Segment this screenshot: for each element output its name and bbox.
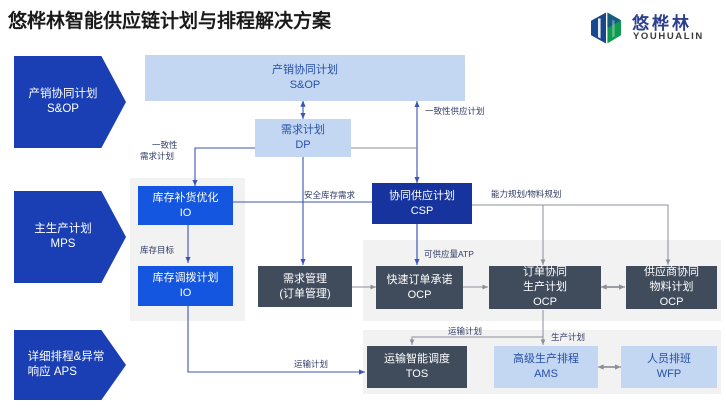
box-ocp2-cn: 订单协同: [523, 266, 567, 278]
box-dm-cn: 需求管理: [282, 272, 327, 285]
box-wfp-en: WFP: [656, 368, 682, 380]
box-ocp-supplier-material[interactable]: 供应商协同 物料计划 OCP: [626, 266, 717, 309]
box-ams-cn: 高级生产排程: [513, 353, 579, 365]
box-ocp3-cn2: 物料计划: [649, 281, 694, 293]
box-dm-en: (订单管理): [279, 287, 331, 300]
box-sop-en: S&OP: [289, 79, 321, 91]
label-transport-plan-left: 运输计划: [294, 359, 329, 369]
label-capacity-material-planning: 能力规划/物料规划: [491, 189, 562, 199]
box-ocp1-cn: 快速订单承诺: [386, 273, 453, 286]
box-ams-en: AMS: [534, 368, 558, 380]
brand-logo: 悠桦林 YOUHUALIN: [588, 8, 720, 48]
band-sop-en: S&OP: [47, 103, 79, 115]
label-consistent-supply-plan: 一致性供应计划: [425, 106, 485, 116]
label-production-plan: 生产计划: [551, 332, 586, 342]
band-mps-cn: 主生产计划: [34, 223, 92, 235]
box-sop[interactable]: 产销协同计划 S&OP: [145, 55, 465, 101]
box-ocp-order-production[interactable]: 订单协同 生产计划 OCP: [489, 266, 601, 309]
band-aps-en: 响应 APS: [27, 366, 77, 378]
box-wfp[interactable]: 人员排班 WFP: [621, 346, 717, 388]
box-wfp-cn: 人员排班: [647, 353, 691, 365]
box-ocp2-cn2: 生产计划: [523, 281, 567, 293]
band-aps-cn: 详细排程&异常: [27, 351, 105, 363]
label-atp: 可供应量ATP: [424, 249, 474, 259]
box-dp-en: DP: [295, 139, 311, 151]
box-tos-en: TOS: [405, 368, 429, 380]
logo-text-en: YOUHUALIN: [633, 31, 704, 42]
box-inventory-transfer[interactable]: 库存调拨计划 IO: [138, 266, 233, 306]
logo-text-cn: 悠桦林: [632, 14, 692, 33]
label-consistent-demand-2: 需求计划: [140, 151, 175, 161]
box-dp-cn: 需求计划: [281, 124, 325, 136]
box-io2-cn: 库存调拨计划: [152, 272, 219, 284]
band-sop[interactable]: 产销协同计划 S&OP: [14, 56, 126, 148]
box-io1-cn: 库存补货优化: [152, 191, 219, 204]
label-transport-plan-mid: 运输计划: [448, 326, 483, 336]
box-csp-en: CSP: [410, 204, 434, 217]
box-ocp3-cn: 供应商协同: [644, 266, 699, 278]
band-mps-en: MPS: [50, 238, 76, 250]
box-csp[interactable]: 协同供应计划 CSP: [372, 183, 472, 224]
box-ocp3-en: OCP: [659, 296, 684, 308]
box-demand-management[interactable]: 需求管理 (订单管理): [258, 266, 352, 307]
band-aps[interactable]: 详细排程&异常 响应 APS: [14, 330, 126, 400]
box-dp[interactable]: 需求计划 DP: [255, 119, 351, 157]
box-sop-cn: 产销协同计划: [272, 64, 338, 76]
box-ocp2-en: OCP: [533, 296, 557, 308]
box-tos[interactable]: 运输智能调度 TOS: [367, 346, 467, 388]
label-safety-stock-demand: 安全库存需求: [304, 190, 356, 200]
band-mps[interactable]: 主生产计划 MPS: [14, 191, 126, 283]
label-inventory-target: 库存目标: [140, 245, 175, 255]
box-csp-cn: 协同供应计划: [389, 189, 455, 202]
box-ocp1-en: OCP: [407, 288, 432, 301]
box-tos-cn: 运输智能调度: [384, 353, 450, 365]
label-consistent-demand-1: 一致性: [152, 140, 178, 150]
logo-diamond-icon: [589, 11, 623, 45]
box-ams[interactable]: 高级生产排程 AMS: [494, 346, 598, 388]
box-io1-en: IO: [179, 206, 192, 219]
page-title: 悠桦林智能供应链计划与排程解决方案: [8, 11, 332, 32]
box-inventory-replenishment[interactable]: 库存补货优化 IO: [138, 186, 233, 225]
box-ocp-order-promise[interactable]: 快速订单承诺 OCP: [376, 266, 463, 309]
box-io2-en: IO: [179, 287, 192, 299]
band-sop-cn: 产销协同计划: [28, 88, 98, 100]
